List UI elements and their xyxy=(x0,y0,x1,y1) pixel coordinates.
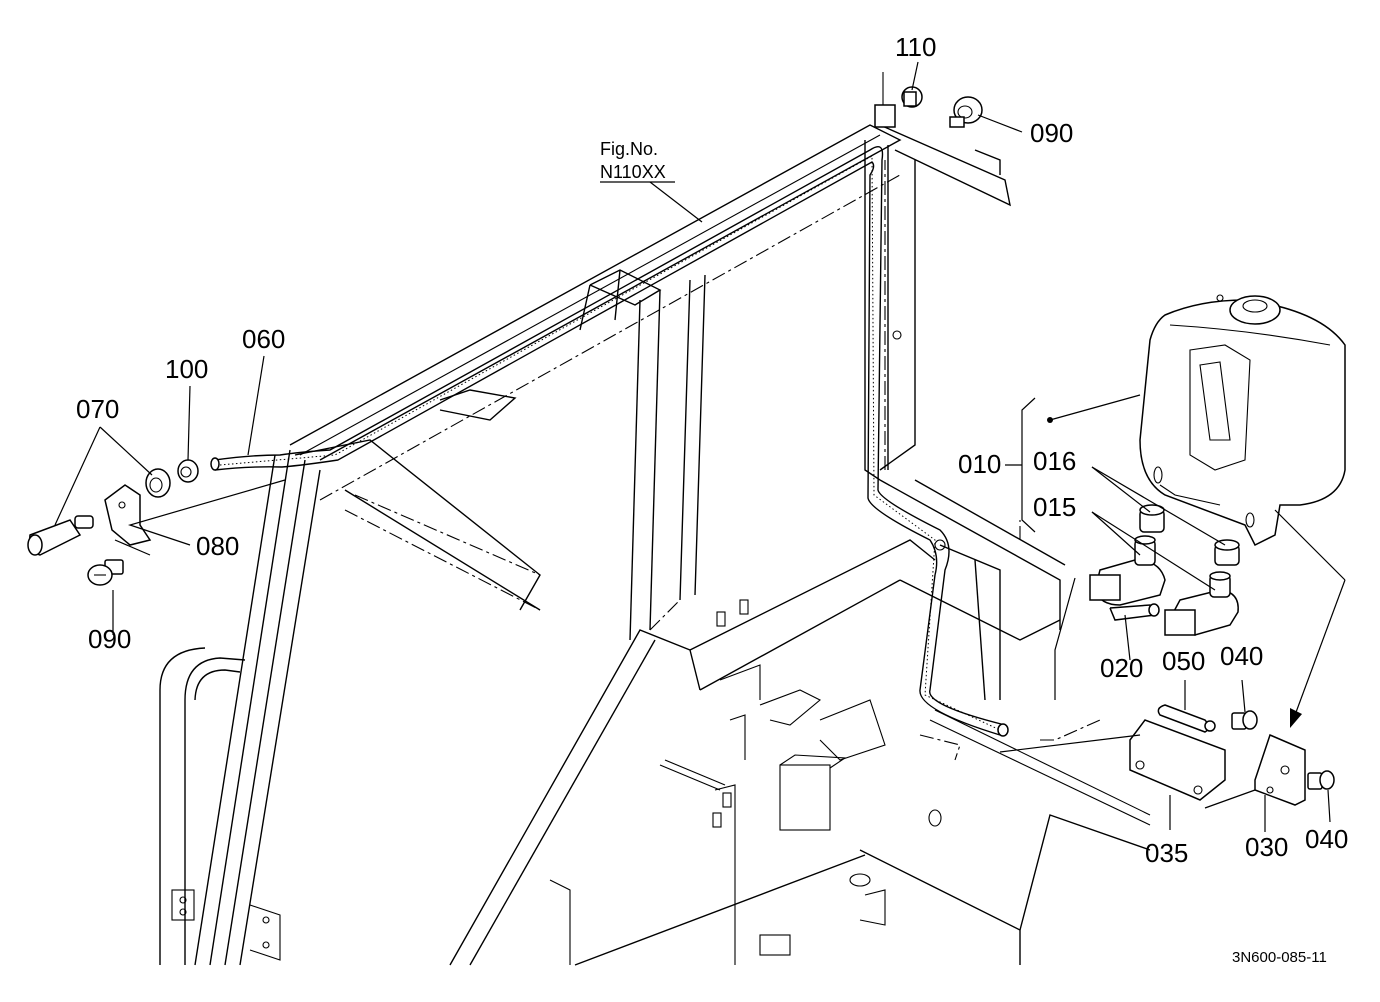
figure-ref-label: Fig.No. xyxy=(600,139,658,159)
callout-090-top: 090 xyxy=(1030,118,1073,148)
grommet-016 xyxy=(1139,504,1240,566)
callout-020: 020 xyxy=(1100,653,1143,683)
nozzle-110 xyxy=(874,72,923,128)
callout-090-left: 090 xyxy=(88,624,131,654)
washer-tank-010 xyxy=(1139,294,1346,547)
callout-040-lower: 040 xyxy=(1305,824,1348,854)
bracket-030 xyxy=(1254,733,1306,806)
callout-110: 110 xyxy=(895,32,936,62)
grommet-090-top xyxy=(949,96,983,128)
callout-035: 035 xyxy=(1145,838,1188,868)
callout-015: 015 xyxy=(1033,492,1076,522)
drawing-number: 3N600-085-11 xyxy=(1232,949,1327,966)
cab-frame xyxy=(159,124,1151,966)
hose-050 xyxy=(1157,704,1216,733)
screw-090-left xyxy=(87,559,124,586)
figure-ref-number: N110XX xyxy=(600,162,666,182)
callout-060: 060 xyxy=(242,324,285,354)
grommet-100 xyxy=(177,459,199,483)
callout-040-upper: 040 xyxy=(1220,641,1263,671)
grommet-070 xyxy=(145,468,171,498)
bracket-035 xyxy=(1129,719,1226,801)
callout-080: 080 xyxy=(196,531,239,561)
washer-pump-015-left xyxy=(1089,535,1166,606)
screw-040-upper xyxy=(1231,710,1258,730)
leader-lines xyxy=(54,61,1346,832)
washer-hose-060 xyxy=(210,146,1009,737)
callout-050: 050 xyxy=(1162,646,1205,676)
washer-pump-015-right xyxy=(1164,571,1239,636)
bracket-080 xyxy=(104,484,152,546)
connector-020 xyxy=(1109,603,1160,621)
callout-100: 100 xyxy=(165,354,208,384)
phantom-outline xyxy=(319,160,1101,761)
callout-016: 016 xyxy=(1033,446,1076,476)
callout-labels: 110 090 Fig.No. N110XX 060 100 070 080 0… xyxy=(76,32,1348,966)
callout-030: 030 xyxy=(1245,832,1288,862)
callout-070: 070 xyxy=(76,394,119,424)
screw-040-lower xyxy=(1307,770,1335,790)
nozzle-070 xyxy=(27,515,94,556)
callout-010: 010 xyxy=(958,449,1001,479)
